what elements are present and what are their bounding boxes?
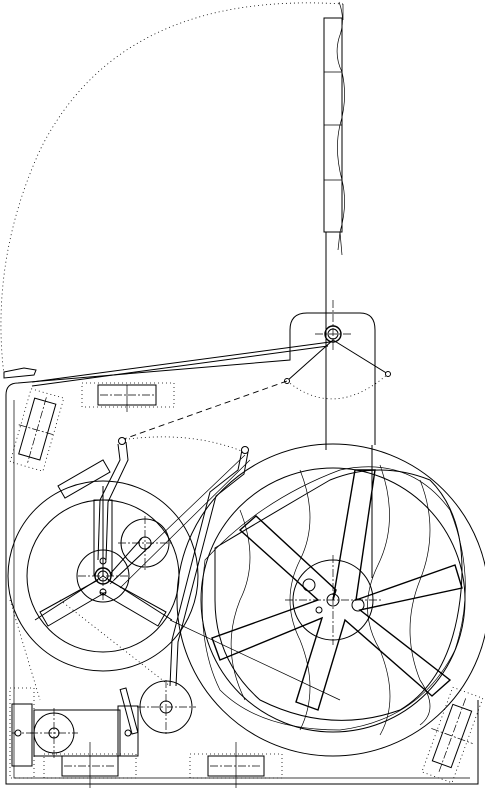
dotted-arc-mid (120, 436, 245, 453)
dotted-diagonal (9, 599, 171, 701)
pivot-arc-dotted (286, 373, 389, 400)
idler-roller-upper (109, 516, 172, 581)
takeup-reel-right (176, 443, 485, 757)
housing-frame (5, 312, 479, 785)
feed-reel-left (7, 480, 199, 672)
sprocket-roller-lower (119, 680, 196, 735)
film-strip-upper (31, 341, 331, 387)
swing-arc-dotted (0, 2, 344, 376)
film-magazine-stack (323, 1, 345, 334)
film-path-right (325, 334, 373, 578)
tension-lever (3, 367, 37, 379)
left-bent-arm (57, 437, 129, 561)
sprocket-box-bottom-right (421, 686, 484, 784)
dashed-chord (120, 380, 288, 441)
sprocket-box-top (81, 382, 175, 412)
sprocket-box-bottom-middle (189, 742, 283, 788)
top-pivot-roller (315, 300, 352, 350)
motor-assembly (9, 687, 139, 779)
pivot-node-left (284, 378, 290, 384)
right-bent-arm (169, 446, 249, 687)
film-path-diagonal (109, 454, 341, 701)
sprocket-box-bottom-left (43, 742, 137, 788)
sprocket-box-left (9, 388, 65, 472)
pivot-node-right (385, 371, 391, 377)
